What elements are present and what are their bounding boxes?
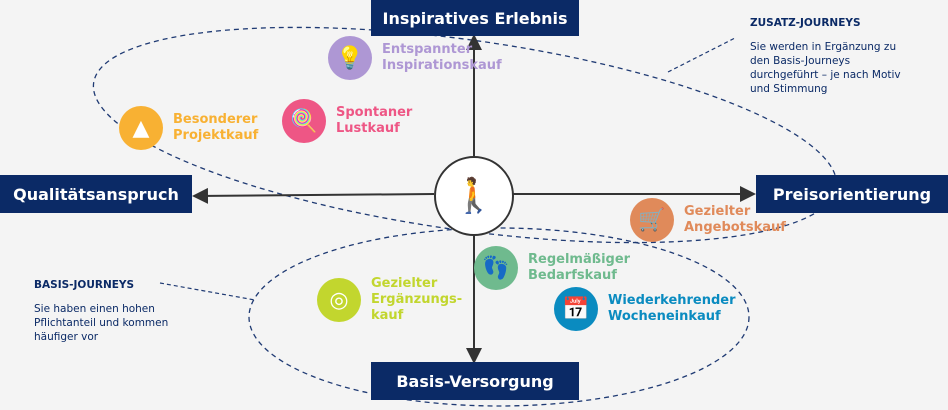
journey-label: Gezielter (371, 276, 438, 291)
basis-note: BASIS-JOURNEYS Sie haben einen hohen Pfl… (34, 278, 184, 344)
journey-label: Wiederkehrender (608, 293, 736, 308)
basis-text: Sie haben einen hohen Pflichtanteil und … (34, 303, 169, 343)
journey-label: Ergänzungs- (371, 292, 463, 307)
zusatz-title: ZUSATZ-JOURNEYS (750, 17, 861, 29)
journey-label: Inspirationskauf (382, 58, 502, 73)
journey-label: Angebotskauf (684, 220, 786, 235)
axis-top-label: Inspiratives Erlebnis (371, 0, 579, 36)
journey-label: Spontaner (336, 105, 413, 120)
axis-right-label: Preisorientierung (756, 175, 948, 213)
zusatz-text: Sie werden in Ergänzung zu den Basis-Jou… (750, 41, 901, 95)
journey-label: Besonderer (173, 112, 258, 127)
journey-label: kauf (371, 308, 404, 323)
axis-left (192, 187, 435, 204)
journey-label: Bedarfskauf (528, 268, 617, 283)
basis-pointer (159, 282, 256, 301)
zusatz-pointer (667, 37, 736, 73)
journey-label: Entspannter (382, 42, 473, 57)
target-icon: ◎ (317, 278, 361, 322)
shopper-cart-icon: 🛒 (630, 198, 674, 242)
party-hat-icon: ▲ (119, 106, 163, 150)
journey-label: Projektkauf (173, 128, 259, 143)
journey-label: Wocheneinkauf (608, 309, 721, 324)
basis-title: BASIS-JOURNEYS (34, 279, 135, 291)
lightbulb-icon: 💡 (328, 36, 372, 80)
calendar-icon: 📅 (554, 287, 598, 331)
lollipop-icon: 🍭 (282, 99, 326, 143)
journey-label: Regelmäßiger (528, 252, 631, 267)
axis-left-label: Qualitätsanspruch (0, 175, 192, 213)
shopper-with-basket-icon: 🚶 (434, 156, 514, 236)
zusatz-note: ZUSATZ-JOURNEYS Sie werden in Ergänzung … (750, 16, 910, 96)
footprints-icon: 👣 (474, 246, 518, 290)
basis-ellipse (248, 227, 750, 407)
axis-bottom-label: Basis-Versorgung (371, 362, 579, 400)
journey-label: Lustkauf (336, 121, 400, 136)
journey-label: Gezielter (684, 204, 751, 219)
